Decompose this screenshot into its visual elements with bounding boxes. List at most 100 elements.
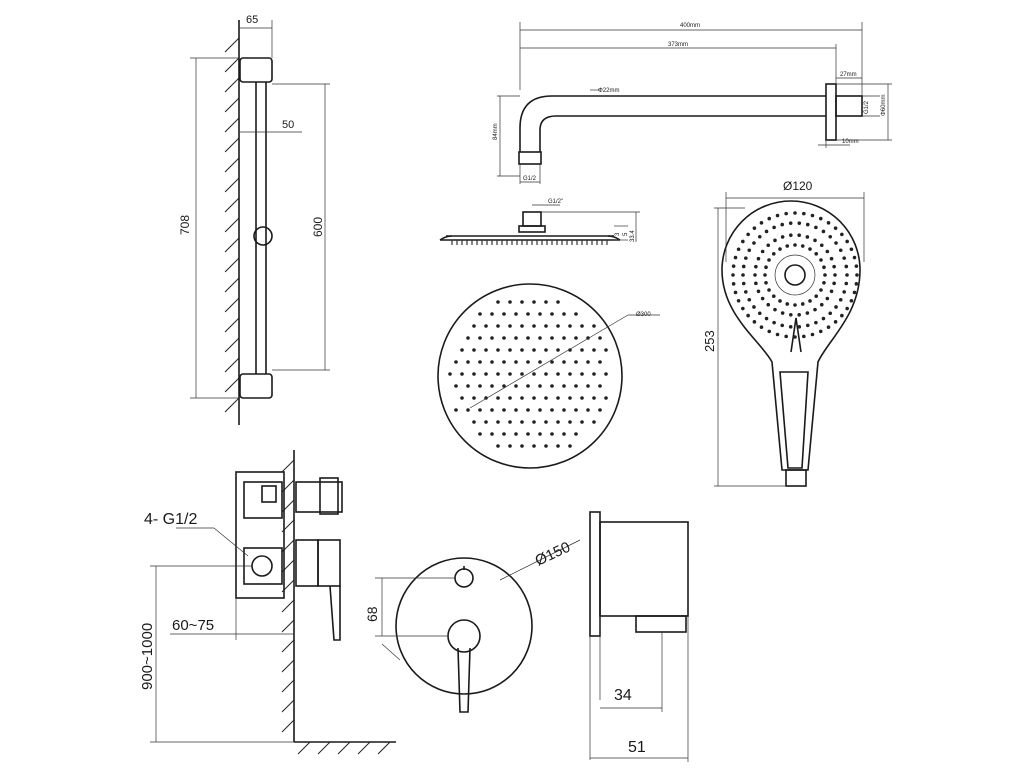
- nozzle-dot: [496, 300, 500, 304]
- nozzle-dot: [773, 307, 777, 312]
- nozzle-dot: [544, 420, 548, 424]
- nozzle-dot: [604, 372, 608, 376]
- nozzle-dot: [544, 348, 548, 352]
- nozzle-dot: [840, 232, 844, 237]
- nozzle-dot: [760, 296, 765, 301]
- nozzle-dot: [844, 264, 849, 269]
- nozzle-dot: [800, 244, 805, 248]
- nozzle-dot: [550, 384, 554, 388]
- nozzle-dot: [538, 312, 542, 316]
- nozzle-dot: [844, 281, 849, 286]
- nozzle-dot: [785, 302, 790, 306]
- nozzle-dot: [466, 360, 470, 364]
- nozzle-dot: [532, 300, 536, 304]
- nozzle-dot: [490, 408, 494, 412]
- nozzle-dot: [819, 243, 824, 248]
- nozzle-dot: [805, 323, 810, 328]
- nozzle-row: [451, 240, 608, 245]
- nozzle-dot: [741, 264, 746, 269]
- nozzle-dot: [586, 360, 590, 364]
- nozzle-dot: [747, 297, 752, 302]
- dim-arm-total: 400mm: [680, 23, 700, 29]
- nozzle-dot: [574, 312, 578, 316]
- nozzle-dot: [778, 299, 782, 303]
- nozzle-dot: [821, 229, 826, 234]
- nozzle-dot: [568, 420, 572, 424]
- nozzle-dot: [780, 235, 785, 239]
- nozzle-dot: [854, 282, 859, 286]
- nozzle-dot: [819, 258, 823, 262]
- nozzle-dot: [532, 396, 536, 400]
- nozzle-dot: [556, 300, 560, 304]
- nozzle-dot: [849, 247, 854, 252]
- nozzle-dot: [771, 294, 776, 299]
- dim-head-thk-a: 3: [615, 232, 621, 236]
- nozzle-dot: [775, 213, 780, 218]
- nozzle-dot: [813, 307, 817, 312]
- nozzle-dot: [514, 432, 518, 436]
- nozzle-dot: [852, 290, 857, 295]
- nozzle-dot: [845, 273, 849, 277]
- nozzle-dot: [592, 324, 596, 328]
- nozzle-dot: [544, 396, 548, 400]
- nozzle-dot: [496, 348, 500, 352]
- nozzle-dot: [526, 336, 530, 340]
- nozzle-dot: [767, 329, 772, 334]
- nozzle-dot: [775, 332, 780, 337]
- nozzle-dot: [478, 360, 482, 364]
- nozzle-dot: [568, 348, 572, 352]
- nozzle-dot: [772, 320, 776, 325]
- nozzle-dot: [832, 264, 836, 269]
- slide-bar-view: 65 708 50 600: [178, 14, 330, 425]
- nozzle-dot: [526, 312, 530, 316]
- nozzle-dot: [767, 288, 771, 292]
- nozzle-dot: [771, 251, 776, 256]
- nozzle-dot: [556, 372, 560, 376]
- nozzle-dot: [502, 432, 506, 436]
- nozzle-dot: [526, 384, 530, 388]
- nozzle-dot: [490, 360, 494, 364]
- nozzle-dot: [731, 264, 736, 268]
- nozzle-dot: [562, 432, 566, 436]
- nozzle-dot: [526, 432, 530, 436]
- nozzle-dot: [538, 360, 542, 364]
- nozzle-dot: [562, 360, 566, 364]
- nozzle-dot: [520, 372, 524, 376]
- nozzle-dot: [808, 247, 812, 251]
- nozzle-dot: [797, 312, 801, 317]
- nozzle-dot: [789, 312, 793, 317]
- nozzle-dot: [454, 360, 458, 364]
- nozzle-dot: [502, 336, 506, 340]
- nozzle-dot: [472, 396, 476, 400]
- wall-elbow-view: 34 51: [589, 511, 689, 762]
- nozzle-dot: [763, 273, 767, 277]
- nozzle-dot: [472, 372, 476, 376]
- dim-plate-spacing: 68: [364, 606, 380, 622]
- nozzle-dot: [788, 221, 793, 225]
- nozzle-dot: [780, 323, 785, 328]
- nozzle-dot: [822, 265, 826, 270]
- nozzle-dot: [766, 243, 771, 248]
- nozzle-dot: [532, 372, 536, 376]
- nozzle-dot: [759, 325, 764, 329]
- valve-wall-hatch: [281, 459, 391, 755]
- nozzle-dot: [814, 294, 819, 299]
- nozzle-dot: [778, 247, 782, 251]
- nozzle-dot: [484, 348, 488, 352]
- nozzle-dot: [550, 408, 554, 412]
- nozzle-dot: [818, 329, 823, 334]
- nozzle-dot: [520, 300, 524, 304]
- nozzle-dot: [823, 273, 827, 277]
- nozzle-dot: [757, 234, 762, 239]
- nozzle-dot: [813, 238, 817, 243]
- nozzle-dot: [810, 332, 815, 337]
- nozzle-dot: [746, 232, 750, 237]
- dim-arm-length: 373mm: [668, 42, 688, 48]
- nozzle-dot: [550, 312, 554, 316]
- nozzle-dot: [780, 311, 785, 315]
- nozzle-dot: [520, 348, 524, 352]
- nozzle-dot: [842, 256, 846, 260]
- nozzle-dot: [747, 248, 752, 253]
- nozzle-dot: [784, 334, 788, 339]
- nozzle-dot: [838, 297, 843, 302]
